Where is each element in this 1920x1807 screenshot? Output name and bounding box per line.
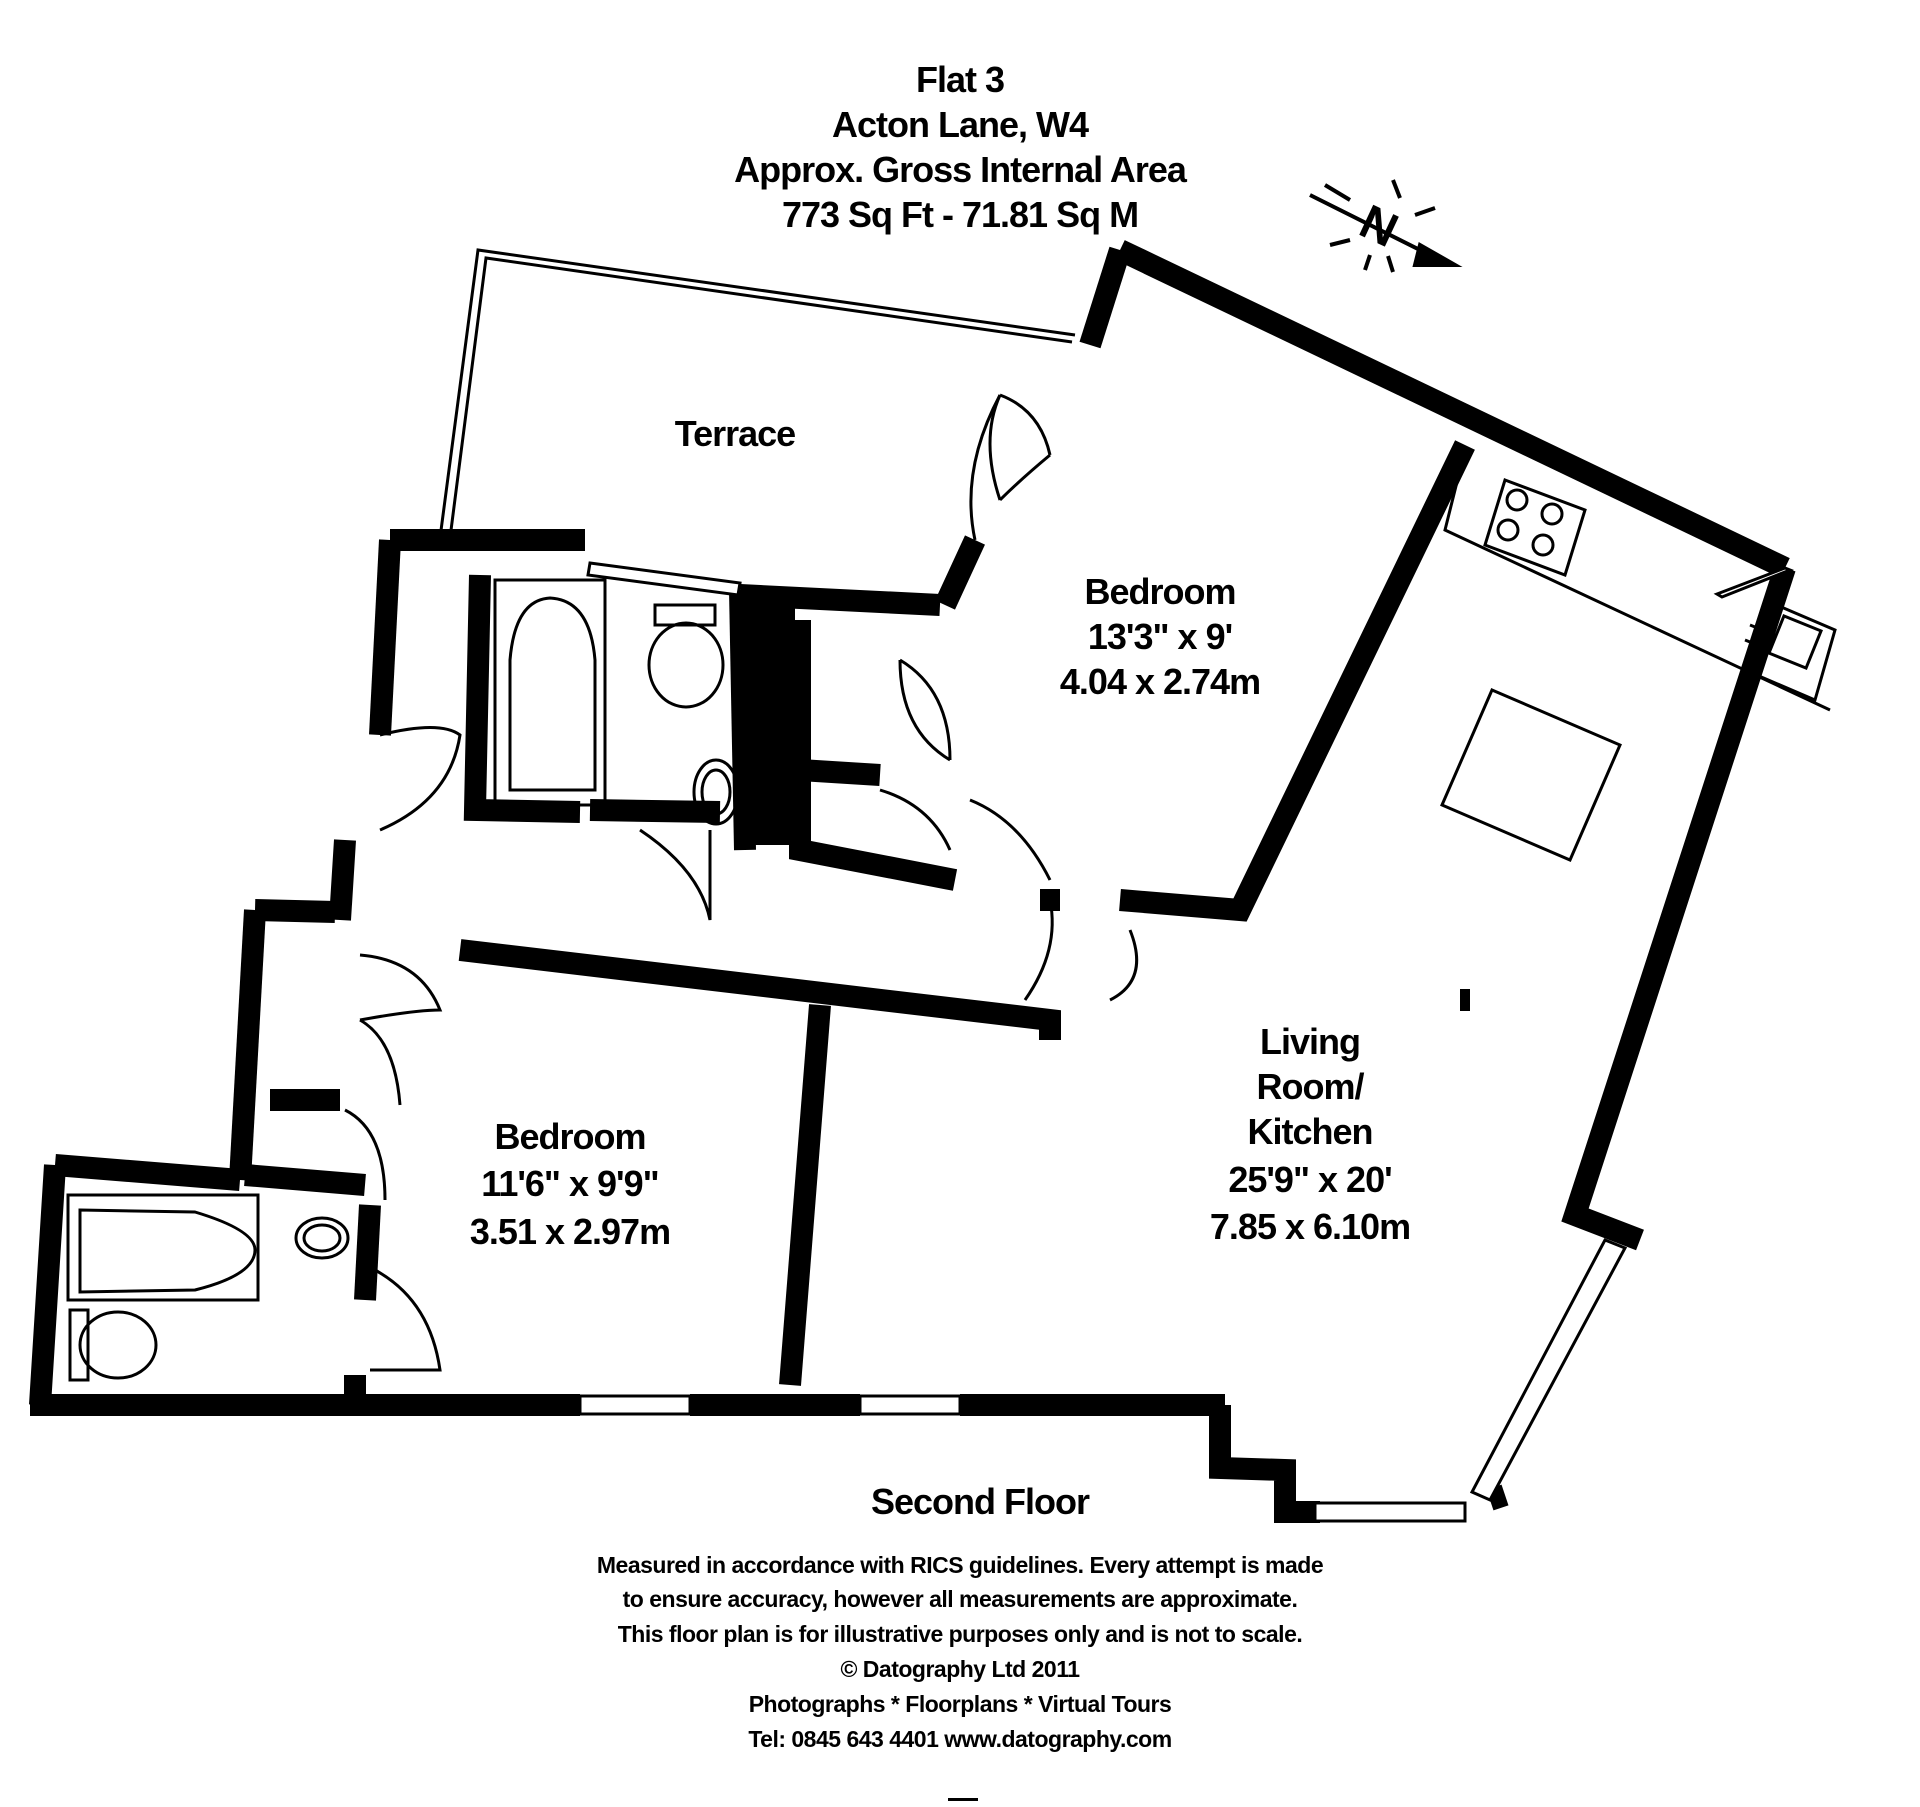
doors — [344, 393, 1139, 1372]
header-flat: Flat 3 — [915, 59, 1005, 100]
basin-2-icon — [294, 1216, 350, 1260]
floor-label: Second Floor — [870, 1481, 1090, 1522]
bathtub-2-icon — [66, 1193, 260, 1302]
header-area-value: 773 Sq Ft - 71.81 Sq M — [781, 194, 1139, 235]
living-metric: 7.85 x 6.10m — [1209, 1206, 1411, 1247]
kitchen-island — [1440, 688, 1622, 862]
bedroom1-imperial: 13'3" x 9' — [1087, 616, 1233, 657]
compass-letter: N — [1352, 195, 1406, 258]
walls — [29, 240, 1796, 1523]
header-address: Acton Lane, W4 — [831, 104, 1089, 145]
wall-blocks — [750, 595, 795, 845]
bedroom1-label: Bedroom — [1084, 571, 1236, 612]
footer-line-1: Measured in accordance with RICS guideli… — [596, 1552, 1324, 1578]
basin-icon — [692, 758, 740, 826]
sink-icon — [1743, 597, 1837, 703]
bedroom2-imperial: 11'6" x 9'9" — [481, 1163, 659, 1204]
footer-copyright: © Datography Ltd 2011 — [840, 1656, 1080, 1682]
living-label-3: Kitchen — [1247, 1111, 1373, 1152]
footer-line-2: to ensure accuracy, however all measurem… — [622, 1586, 1298, 1612]
footer-contact: Tel: 0845 643 4401 www.datography.com — [748, 1726, 1172, 1752]
header-area-title: Approx. Gross Internal Area — [734, 149, 1187, 190]
windows — [578, 561, 1795, 1523]
terrace-outline — [438, 248, 1076, 539]
living-label-1: Living — [1260, 1021, 1361, 1062]
bottom-mark — [948, 1798, 978, 1801]
living-imperial: 25'9" x 20' — [1228, 1159, 1392, 1200]
bedroom2-label: Bedroom — [494, 1116, 646, 1157]
toilet-2-icon — [68, 1308, 158, 1382]
bedroom1-metric: 4.04 x 2.74m — [1059, 661, 1261, 702]
footer-services: Photographs * Floorplans * Virtual Tours — [748, 1691, 1172, 1717]
compass-icon — [1309, 179, 1463, 273]
bedroom2-metric: 3.51 x 2.97m — [469, 1211, 671, 1252]
hob-icon — [1483, 478, 1587, 577]
toilet-icon — [647, 603, 725, 709]
kitchen-counter — [1443, 461, 1831, 712]
terrace-label: Terrace — [674, 413, 796, 454]
bathtub-icon — [493, 578, 607, 807]
living-label-2: Room/ — [1256, 1066, 1365, 1107]
footer-line-3: This floor plan is for illustrative purp… — [617, 1621, 1303, 1647]
